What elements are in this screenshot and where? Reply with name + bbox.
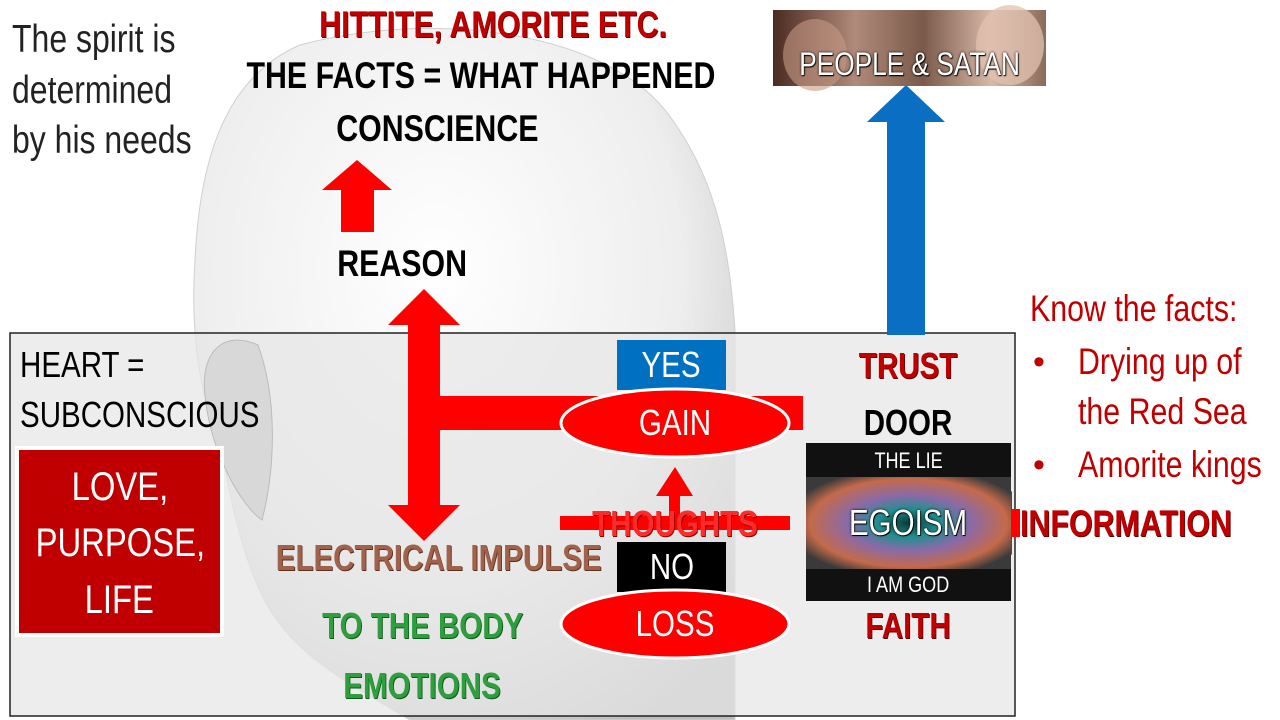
spirit-note-line-1: The spirit is (12, 18, 176, 61)
no-box (617, 542, 726, 592)
love-box (15, 446, 224, 637)
yes-label: YES (641, 344, 702, 385)
facts-bullet-2: • (1033, 446, 1045, 484)
facts-bullet-1: • (1033, 343, 1045, 381)
reason-label: REASON (337, 243, 468, 284)
the-lie-band (806, 443, 1011, 477)
know-facts-heading: Know the facts: (1030, 288, 1238, 329)
heart-label-line-2: SUBCONSCIOUS (20, 394, 260, 435)
people-satan-label: PEOPLE & SATAN (799, 46, 1020, 82)
electrical-impulse-label: ELECTRICAL IMPULSE (275, 537, 602, 578)
blue-arrow-up (867, 85, 945, 335)
spirit-note-line-2: determined (12, 69, 173, 112)
i-am-god-label: I AM GOD (867, 572, 950, 597)
spirit-note-line-3: by his needs (12, 119, 192, 162)
egoism-label: EGOISM (849, 502, 968, 543)
gain-ellipse (559, 387, 791, 459)
facts-label: THE FACTS = WHAT HAPPENED (246, 55, 716, 96)
i-am-god-band (806, 569, 1011, 601)
hittite-label: HITTITE, AMORITE ETC. (319, 4, 667, 45)
photo-face-left (783, 19, 847, 91)
the-lie-label: THE LIE (874, 448, 943, 473)
egoism-eye-bg (806, 477, 1011, 569)
yes-box (617, 340, 726, 390)
red-arrow-to-conscience (322, 160, 392, 232)
door-label: DOOR (863, 402, 952, 443)
love-box-line-1: LOVE, (71, 465, 168, 509)
heart-label-line-1: HEART = (20, 344, 145, 385)
gain-label: GAIN (638, 402, 712, 443)
photo-face-right (976, 5, 1044, 85)
loss-ellipse (559, 588, 791, 660)
loss-label: LOSS (635, 603, 715, 644)
trust-label: TRUST (858, 345, 957, 386)
emotions-label: EMOTIONS (343, 665, 502, 706)
love-box-line-3: LIFE (84, 578, 155, 622)
red-arrow-thoughts-gain (656, 467, 693, 516)
facts-item-1-line-2: the Red Sea (1078, 391, 1247, 432)
no-label: NO (649, 546, 694, 587)
conscience-label: CONSCIENCE (336, 108, 539, 149)
love-box-line-2: PURPOSE, (35, 521, 206, 565)
facts-item-1-line-1: Drying up of (1078, 341, 1242, 382)
facts-item-2: Amorite kings (1078, 444, 1262, 485)
information-label: INFORMATION (1020, 503, 1232, 544)
to-body-label: TO THE BODY (322, 605, 524, 646)
thoughts-label: THOUGHTS (592, 503, 758, 544)
ear-shape (203, 339, 273, 521)
red-bar-thoughts (560, 516, 790, 530)
faith-label: FAITH (864, 605, 951, 646)
